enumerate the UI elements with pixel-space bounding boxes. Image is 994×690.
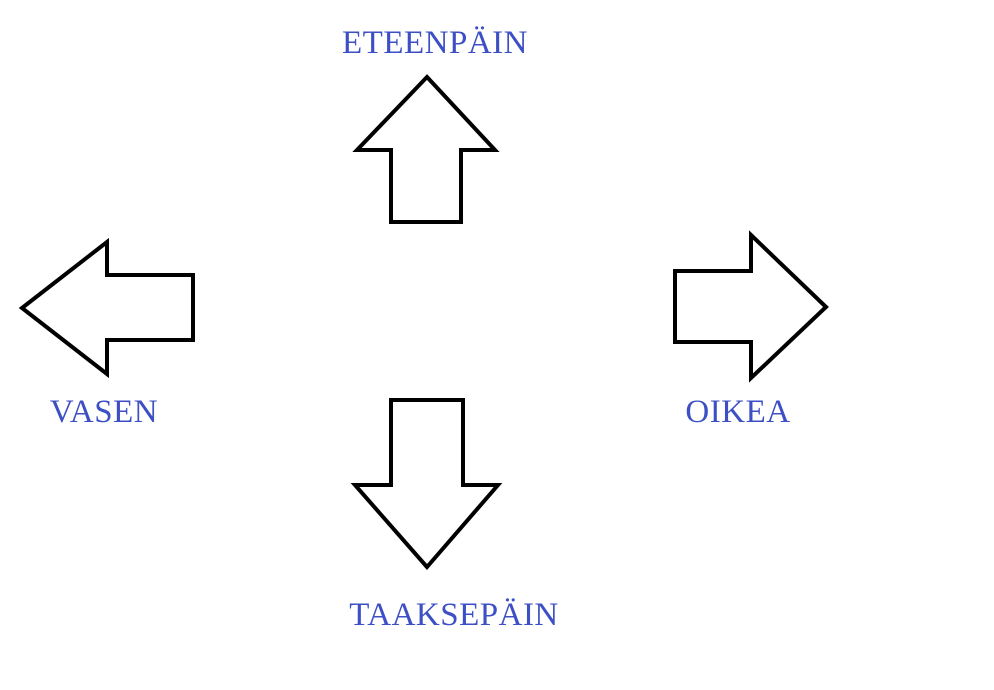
label-left: VASEN bbox=[50, 394, 158, 430]
arrow-left-icon bbox=[18, 237, 195, 379]
label-right: OIKEA bbox=[685, 394, 790, 430]
arrow-up-icon bbox=[352, 74, 500, 224]
label-backward: TAAKSEPÄIN bbox=[349, 597, 559, 633]
arrow-down-icon bbox=[350, 398, 503, 571]
label-forward: ETEENPÄIN bbox=[342, 25, 528, 61]
arrow-right-icon bbox=[673, 230, 829, 383]
